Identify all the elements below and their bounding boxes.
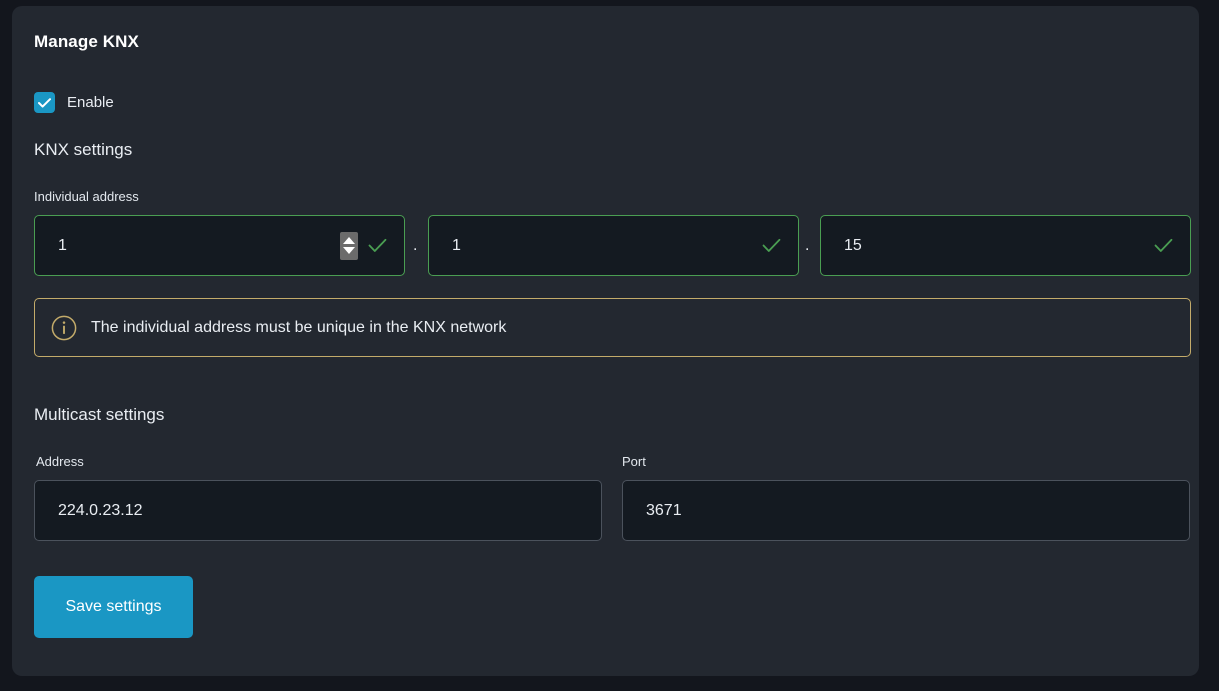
multicast-address-label: Address bbox=[36, 454, 84, 469]
individual-address-area-field[interactable] bbox=[34, 215, 405, 276]
address-separator-dot: . bbox=[805, 237, 810, 254]
spinner-up-icon[interactable] bbox=[343, 237, 355, 244]
enable-checkbox[interactable] bbox=[34, 92, 55, 113]
enable-label: Enable bbox=[67, 94, 114, 111]
multicast-port-input[interactable] bbox=[646, 501, 1156, 520]
multicast-address-input[interactable] bbox=[58, 501, 568, 520]
multicast-port-field[interactable] bbox=[622, 480, 1190, 541]
spinner-up-down-icon[interactable] bbox=[340, 231, 358, 260]
individual-address-line-input[interactable] bbox=[452, 236, 762, 255]
check-icon bbox=[38, 97, 51, 108]
page-title: Manage KNX bbox=[34, 32, 139, 51]
address-separator-dot: . bbox=[413, 237, 418, 254]
enable-toggle-row[interactable]: Enable bbox=[34, 92, 114, 113]
individual-address-line-field[interactable] bbox=[428, 215, 799, 276]
knx-settings-heading: KNX settings bbox=[34, 140, 133, 159]
spinner-down-icon[interactable] bbox=[343, 247, 355, 254]
individual-address-area-input[interactable] bbox=[58, 236, 340, 255]
info-circle-icon bbox=[51, 315, 77, 340]
multicast-address-field[interactable] bbox=[34, 480, 602, 541]
individual-address-device-field[interactable] bbox=[820, 215, 1191, 276]
individual-address-device-input[interactable] bbox=[844, 236, 1154, 255]
individual-address-label: Individual address bbox=[34, 189, 139, 204]
save-settings-button[interactable]: Save settings bbox=[34, 576, 193, 638]
multicast-settings-heading: Multicast settings bbox=[34, 405, 165, 424]
info-banner: The individual address must be unique in… bbox=[34, 298, 1191, 357]
valid-check-icon bbox=[762, 238, 781, 252]
manage-knx-card: Manage KNX Enable KNX settings Individua… bbox=[12, 6, 1199, 676]
info-banner-text: The individual address must be unique in… bbox=[91, 318, 507, 336]
valid-check-icon bbox=[368, 238, 387, 252]
multicast-port-label: Port bbox=[622, 454, 646, 469]
valid-check-icon bbox=[1154, 238, 1173, 252]
